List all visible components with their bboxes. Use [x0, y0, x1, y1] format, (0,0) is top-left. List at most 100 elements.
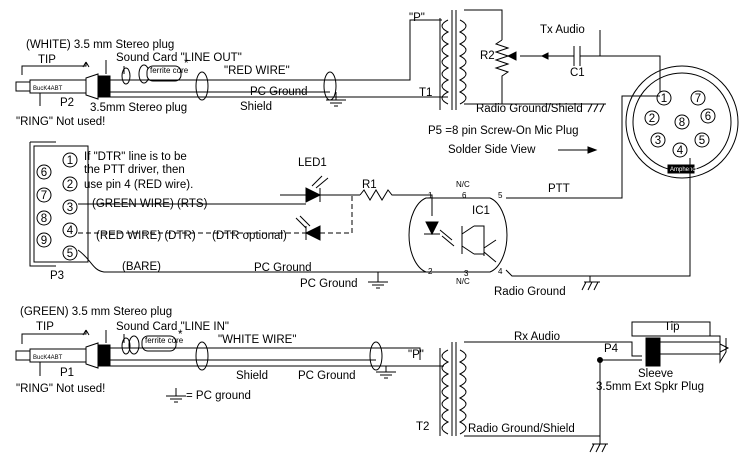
mic-pin-4-circle: [672, 142, 688, 158]
led1-rays: [311, 175, 329, 189]
mic-pin-5: 5: [699, 135, 705, 147]
mic-pin-6-circle: [700, 108, 716, 124]
p2-label: P2: [60, 97, 74, 109]
ic1-pin4: 4: [498, 267, 503, 276]
shield-oval-2: [323, 71, 337, 101]
mic-pin-8: 8: [679, 117, 685, 129]
red-wire-label: "RED WIRE": [224, 65, 290, 77]
ic1-pin1: 1: [428, 191, 433, 200]
db9-pin-4-circle: [62, 222, 78, 238]
ferrite-box-bottom: [141, 335, 177, 352]
tip-label-bottom: TIP: [36, 321, 54, 333]
db9-pin-3: 3: [67, 202, 73, 214]
speaker-plug-p4: [631, 321, 730, 367]
db9-pin-8-circle: [36, 210, 52, 226]
db9-pin-3-circle: [62, 199, 78, 215]
mic-pin-4: 4: [677, 145, 684, 157]
mic-pin-3-circle: [650, 132, 666, 148]
tx-audio-label: Tx Audio: [540, 24, 585, 36]
p3-label: P3: [50, 270, 64, 282]
shield-oval-3: [195, 341, 209, 371]
ferrite-label: ferrite core: [150, 66, 189, 75]
tip-label: TIP: [38, 54, 56, 66]
led2-diode: [304, 225, 321, 241]
line-out-label: Sound Card "LINE OUT": [116, 52, 242, 64]
ring-not-used-label-bottom: "RING" Not used!: [16, 383, 105, 395]
pc-ground-legend-symbol: [166, 388, 186, 403]
white-plug-label: (WHITE) 3.5 mm Stereo plug: [26, 39, 174, 51]
db9-pin-7: 7: [41, 190, 47, 202]
c1-arrow: [540, 52, 549, 60]
bare-wire: [77, 249, 430, 273]
r2-resistor: [494, 39, 510, 80]
t2-label: T2: [416, 421, 429, 433]
db9-pin-2: 2: [67, 179, 73, 191]
pc-ground-symbol: [326, 92, 346, 107]
dtr-note-line1: If "DTR" line is to be: [84, 151, 187, 163]
mic-pin-1: 1: [661, 93, 667, 105]
p4-junction: [597, 357, 603, 363]
p1-label: P1: [60, 367, 74, 379]
plug-leaders: [105, 60, 125, 74]
solder-side-label: Solder Side View: [448, 144, 536, 156]
mic-pin-2: 2: [649, 113, 655, 125]
ptt-label: PTT: [548, 183, 570, 195]
t1-label: T1: [419, 87, 432, 99]
p4-label: P4: [604, 343, 619, 355]
db9-pin-6: 6: [41, 167, 47, 179]
nc-label-pin3: N/C: [456, 277, 470, 286]
mic-pin-1-circle: [656, 90, 672, 106]
white-wire-label: "WHITE WIRE": [218, 334, 296, 346]
pc-ground-label: PC Ground: [250, 86, 308, 98]
led2-rays: [295, 215, 311, 229]
db9-pin-9-circle: [36, 232, 52, 248]
rx-ground-wire: [464, 359, 642, 437]
ferrite-box: [146, 65, 182, 82]
t2-p-label: "P": [408, 349, 424, 361]
mic-pin-8-circle: [674, 114, 690, 130]
rx-section: (GREEN) 3.5 mm Stereo plug TIP Sound Car…: [15, 306, 730, 453]
transformer-t1: [439, 10, 467, 110]
mic-plug-outer: [625, 65, 739, 179]
solder-arrow-head: [587, 146, 598, 154]
pc-ground-symbol-mid: [368, 272, 388, 289]
plug-p1: BucK4ABT: [15, 342, 111, 369]
mic-pin-7: 7: [695, 93, 701, 105]
pc-ground-legend: = PC ground: [186, 390, 251, 402]
ic1-pin5: 5: [498, 191, 503, 200]
ferrite-asterisk: *: [184, 58, 189, 70]
bare-label: (BARE): [122, 261, 161, 273]
mic-plug-key: [667, 164, 695, 174]
radio-ground-symbol-top: [464, 103, 606, 113]
dtr-optional-label: (DTR optional): [212, 230, 287, 242]
pc-ground-label-bottom: PC Ground: [298, 370, 356, 382]
ferrite-bead-3: [121, 337, 131, 355]
mic-pin-2-circle: [644, 110, 660, 126]
db9-pin-1: 1: [67, 155, 73, 167]
plug-p2-brand: BucK4ABT: [33, 86, 63, 92]
nc-label-pin6: N/C: [456, 180, 470, 189]
ring-not-used-label: "RING" Not used!: [16, 116, 105, 128]
tip-bracket-bottom: [21, 330, 87, 344]
dtr-note-line2: the PTT driver, then: [84, 164, 185, 176]
mic-pin-6: 6: [705, 111, 711, 123]
c1-capacitor: [538, 46, 661, 92]
r2-label: R2: [480, 50, 495, 62]
ic1-pin3: 3: [464, 269, 469, 278]
ic1-pin6: 6: [462, 191, 467, 200]
radio-ground-wire: [505, 158, 691, 277]
line-in-label: Sound Card "LINE IN": [116, 321, 229, 333]
radio-ground-shield-label-bottom: Radio Ground/Shield: [468, 423, 575, 435]
r1-resistor: [359, 189, 433, 216]
plug-p2: BucK4ABT: [15, 73, 111, 100]
pc-ground-label-mid: PC Ground: [254, 262, 312, 274]
ferrite-asterisk-bottom: *: [178, 329, 183, 341]
rx-audio-wire: [464, 341, 642, 357]
dtr-note-line3: use pin 4 (RED wire).: [84, 179, 193, 191]
r2-wiper-arrow: [506, 51, 517, 61]
ptt-wire: [506, 95, 660, 199]
